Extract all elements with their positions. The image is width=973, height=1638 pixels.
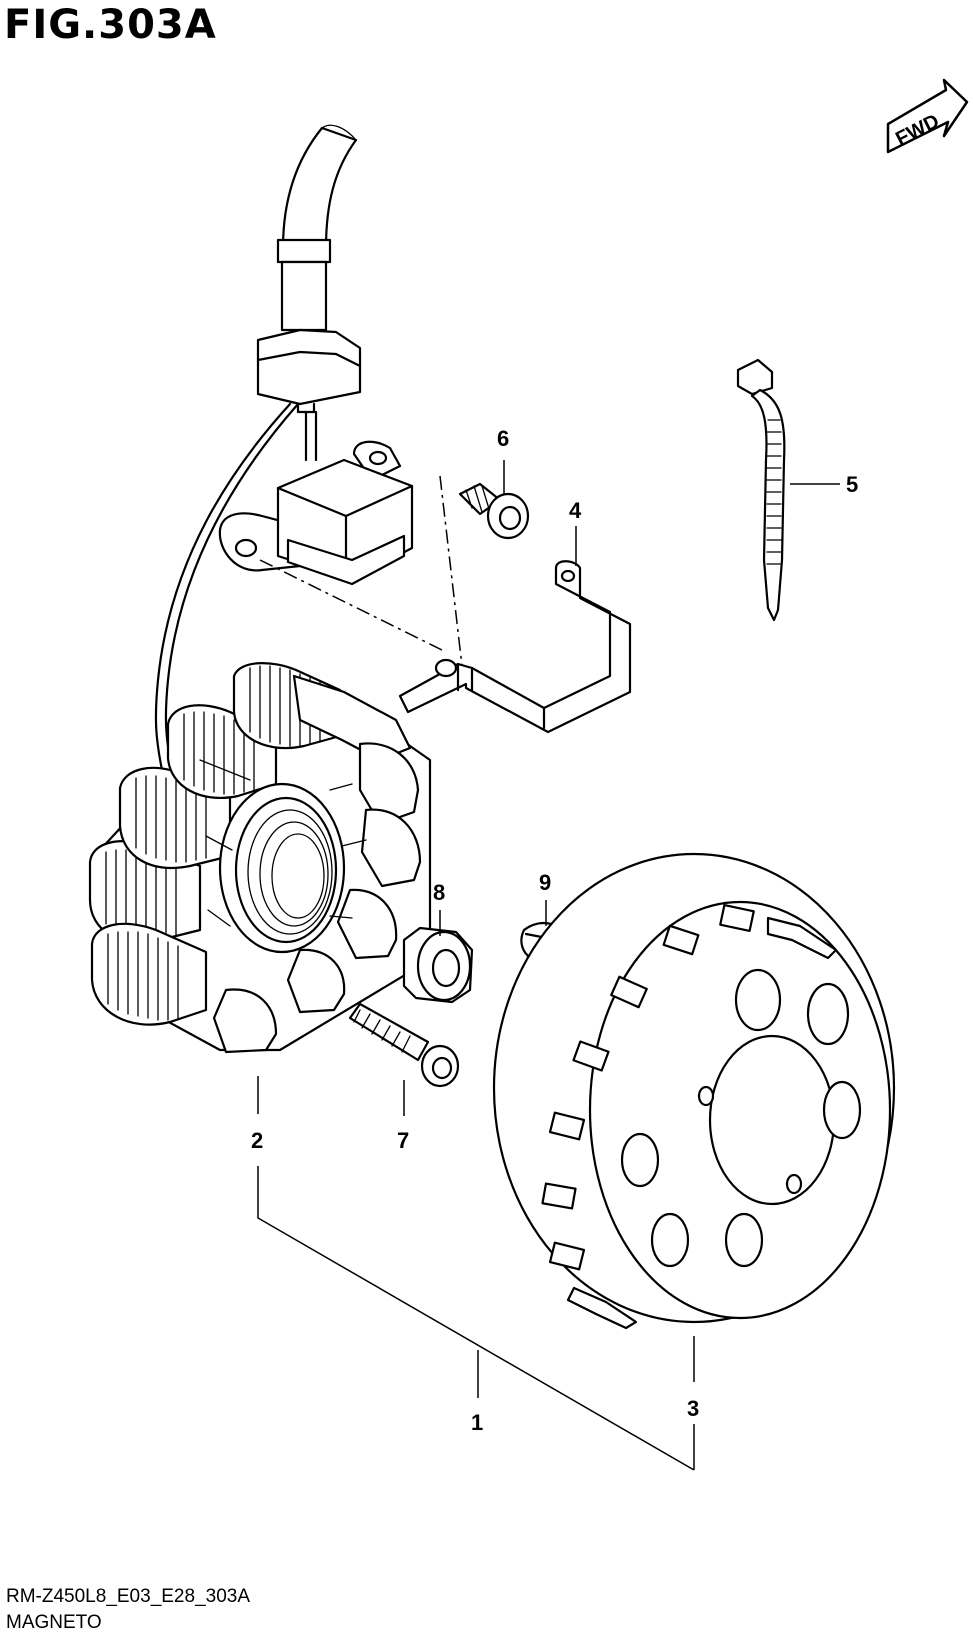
callout-8: 8: [433, 880, 445, 905]
part-7-bolt: [348, 1002, 460, 1088]
callout-1: 1: [471, 1410, 483, 1435]
callout-5: 5: [846, 472, 858, 497]
model-code: RM-Z450L8_E03_E28_303A: [6, 1586, 251, 1607]
fwd-arrow-icon: FWD: [886, 78, 969, 154]
callout-9: 9: [539, 870, 551, 895]
wire-harness: [154, 124, 362, 772]
callout-3: 3: [687, 1396, 699, 1421]
callout-2: 2: [251, 1128, 263, 1153]
part-5-cable-tie: [736, 358, 786, 622]
part-3-rotor: [492, 852, 896, 1330]
part-2-stator: [88, 662, 432, 1054]
part-4-bracket: [398, 560, 632, 734]
figure-title: FIG.303A: [4, 2, 217, 48]
part-8-collar: [402, 926, 474, 1004]
callout-4: 4: [569, 498, 582, 523]
section-name: MAGNETO: [6, 1612, 102, 1633]
callout-7: 7: [397, 1128, 409, 1153]
callout-6: 6: [497, 426, 509, 451]
part-6-bolt: [458, 482, 530, 540]
callout-leaders: [257, 460, 840, 1471]
pickup-coil-block: [218, 440, 414, 586]
